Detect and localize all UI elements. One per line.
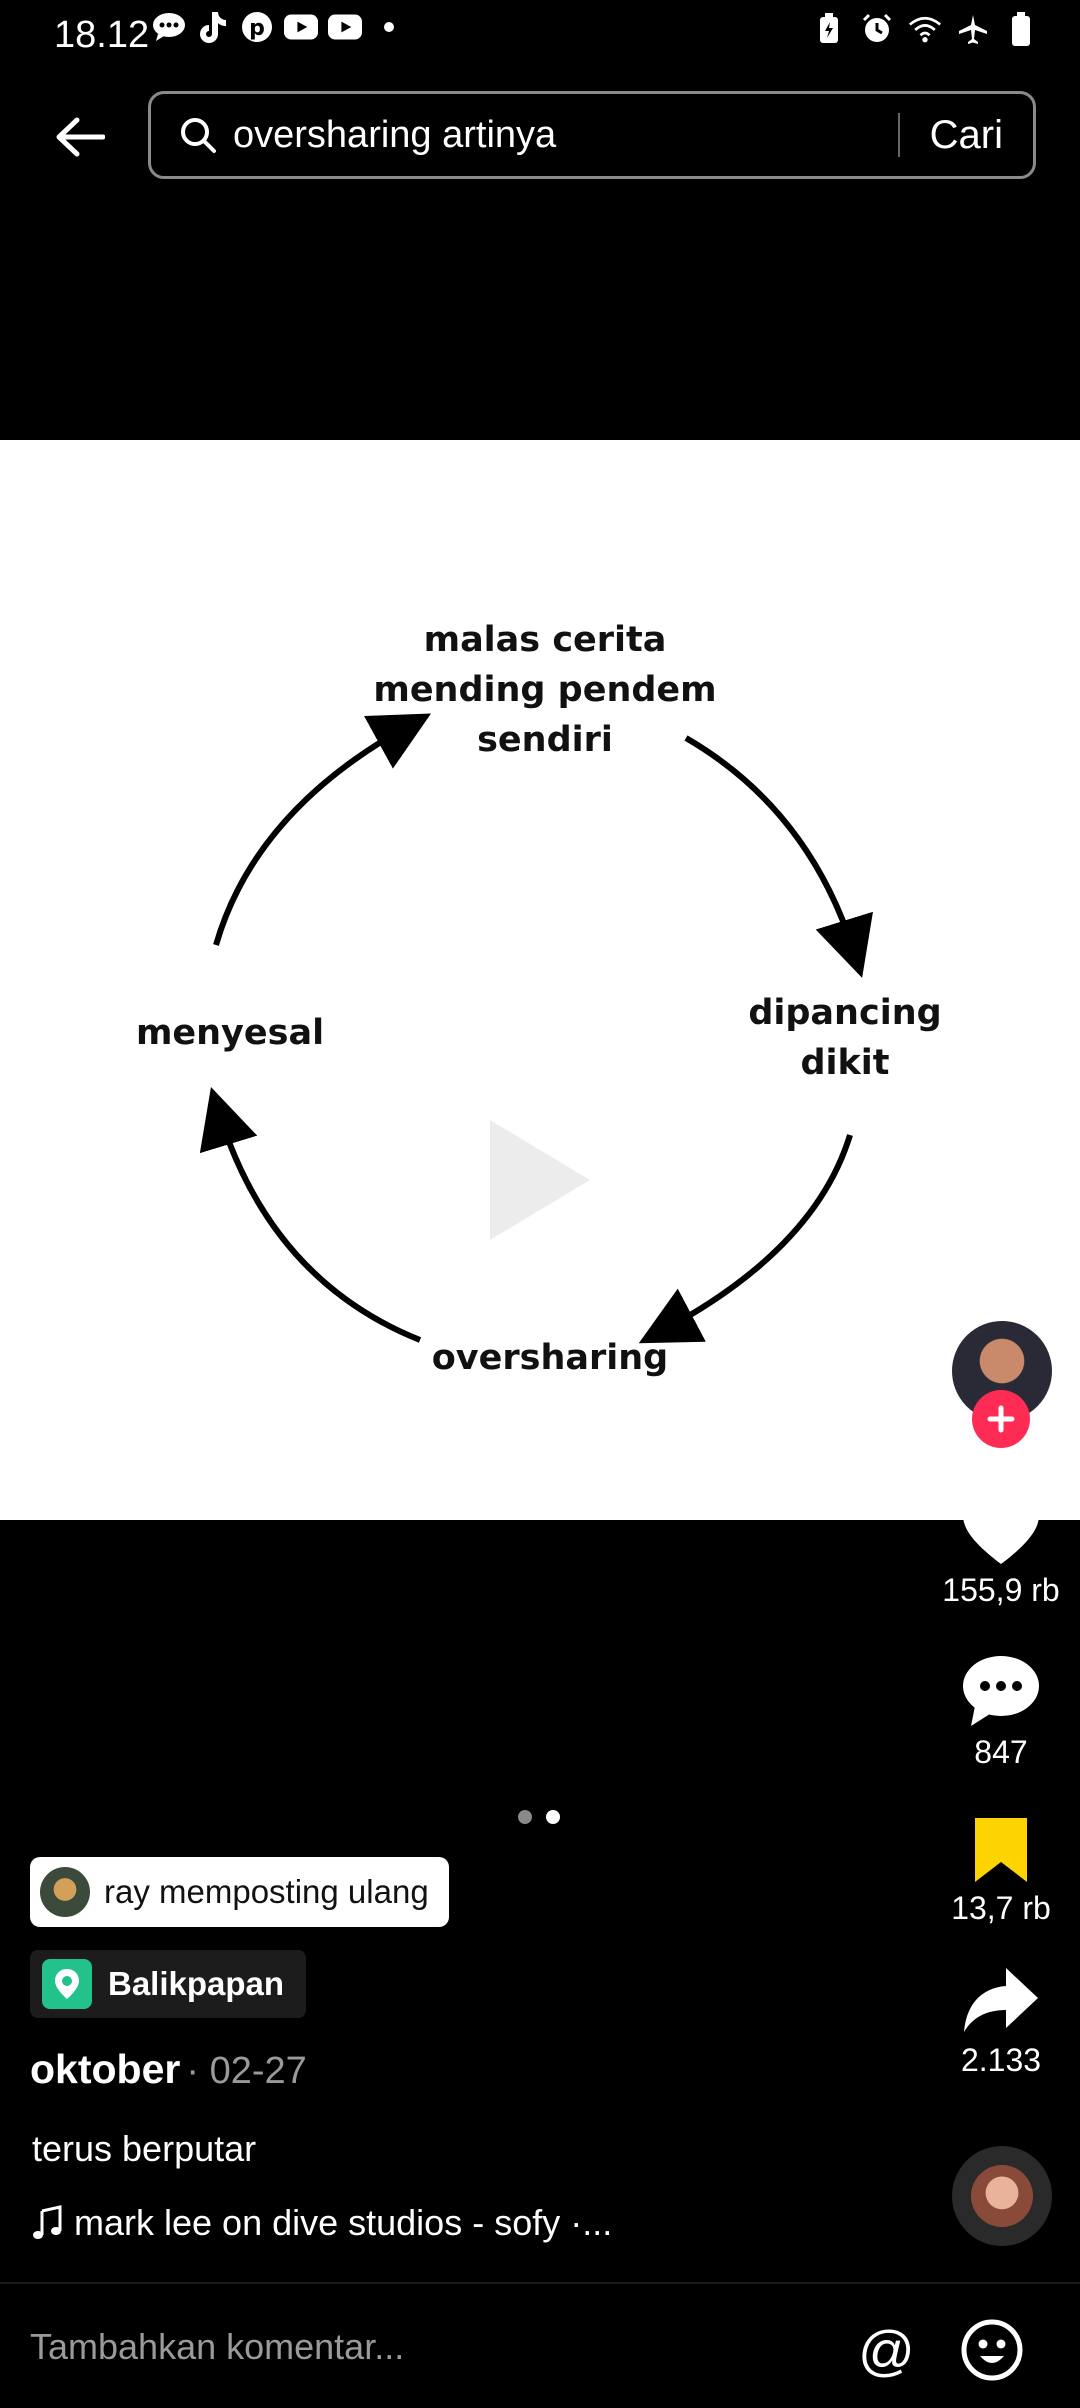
share-action[interactable]: 2.133 [936,1966,1066,2079]
comment-divider [0,2282,1080,2284]
wifi-icon [908,12,942,46]
location-label: Balikpapan [108,1965,285,2002]
cycle-label-left: menyesal [135,1013,325,1053]
emoji-icon [961,2319,1023,2381]
follow-button[interactable] [972,1390,1030,1448]
post-date: · 02-27 [186,2050,307,2092]
search-icon [179,115,219,155]
youtube-icon [284,10,318,44]
arrow-top-right [684,735,873,978]
youtube-icon [328,10,362,44]
cycle-arrows [199,713,873,1344]
video-player[interactable]: malas cerita mending pendem sendiri dipa… [0,440,1080,1520]
location-pin-icon [42,1959,92,2009]
music-disc[interactable] [952,2146,1052,2246]
back-button[interactable] [48,105,112,169]
arrow-left-icon [56,117,105,157]
comment-input[interactable]: Tambahkan komentar... [30,2326,405,2367]
plus-icon [987,1405,1015,1433]
svg-text:p: p [249,16,265,41]
search-divider [897,113,900,157]
mention-button[interactable]: @ [858,2319,915,2382]
arrow-top-left [213,713,432,946]
dot-icon [372,10,406,44]
like-count: 155,9 rb [942,1572,1060,1608]
emoji-button[interactable] [960,2318,1024,2382]
battery-saver-icon [812,12,846,46]
tiktok-icon [196,10,230,44]
save-count: 13,7 rb [951,1890,1051,1926]
cycle-label-top: malas cerita mending pendem sendiri [373,620,717,760]
music-title: mark lee on dive studios - sofy ·... [74,2202,613,2243]
arrow-bottom-right [638,1134,853,1344]
author-name[interactable]: oktober [30,2046,181,2092]
battery-icon [1004,12,1038,46]
cycle-label-bottom: oversharing [431,1338,669,1378]
slide-dot-active [546,1810,560,1824]
repost-avatar [40,1867,90,1917]
music-note-icon [33,2205,62,2239]
slide-dot [518,1810,532,1824]
airplane-icon [956,12,990,46]
comment-icon[interactable] [961,1654,1041,1728]
comment-action[interactable]: 847 [936,1654,1066,1771]
post-caption: terus berputar [32,2128,257,2169]
alarm-icon [860,12,894,46]
arrow-bottom-left [199,1087,422,1343]
search-button[interactable]: Cari [929,112,1003,157]
cycle-label-right: dipancing dikit [748,993,942,1083]
system-icons [812,12,1038,46]
slide-indicator [518,1810,560,1824]
location-chip[interactable]: Balikpapan [30,1950,307,2018]
save-action[interactable]: 13,7 rb [936,1816,1066,1927]
play-icon[interactable] [490,1120,590,1240]
status-time: 18.12 [54,14,150,56]
pinterest-icon: p [240,10,274,44]
notification-icons: p [152,10,406,44]
author-line: oktober · 02-27 [30,2046,307,2093]
bookmark-icon[interactable] [971,1816,1031,1884]
music-disc-cover [971,2165,1033,2227]
share-count: 2.133 [960,2042,1042,2078]
heart-icon[interactable] [961,1494,1041,1566]
repost-chip[interactable]: ray memposting ulang [30,1857,449,1927]
search-input[interactable]: oversharing artinya [233,113,557,156]
music-info[interactable]: mark lee on dive studios - sofy ·... [32,2202,612,2244]
repost-label: ray memposting ulang [104,1873,429,1910]
search-bar[interactable]: oversharing artinya Cari [148,91,1036,179]
share-arrow-icon[interactable] [962,1966,1040,2036]
like-action[interactable]: 155,9 rb [936,1494,1066,1609]
comment-count: 847 [974,1734,1028,1770]
chat-bubble-icon [152,10,186,44]
